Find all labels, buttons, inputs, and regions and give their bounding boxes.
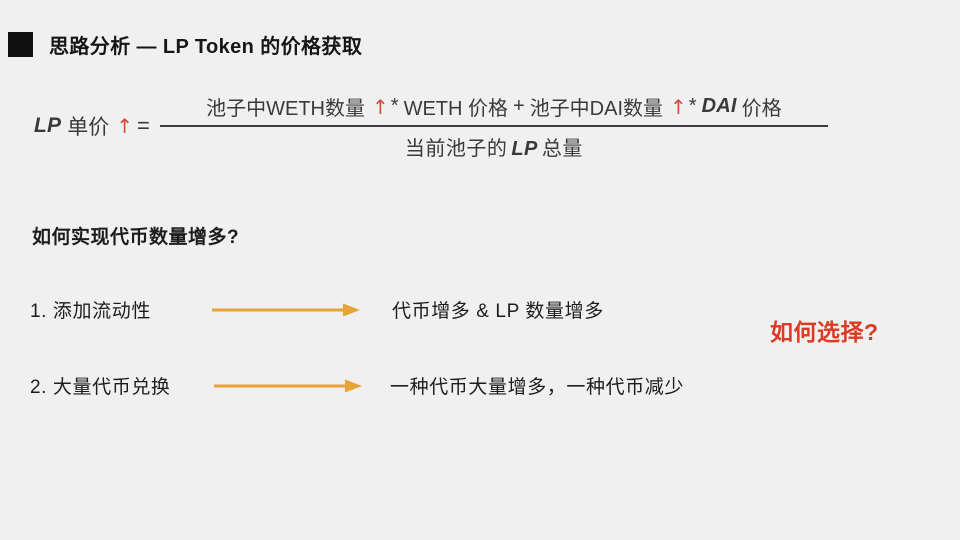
option-row-large-swap: 2. 大量代币兑换 一种代币大量增多，一种代币减少 [30,372,684,399]
numerator-operator-2: * [688,95,697,117]
section-question: 如何实现代币数量增多? [32,227,240,248]
numerator-operator-1: * [390,95,399,117]
fraction-divider-bar [159,125,828,127]
formula-lhs-lp-label: LP [34,113,62,137]
denominator-lp-label: LP [511,138,538,160]
formula-lhs-cn-label: 单价 [67,115,110,139]
up-arrow-icon-dai: ↑ [670,94,687,119]
up-arrow-icon-weth: ↑ [372,94,389,119]
denominator-suffix: 总量 [541,138,583,160]
arrow-right-icon [212,303,360,316]
option-row-add-liquidity: 1. 添加流动性 代币增多 & LP 数量增多 [30,296,604,323]
numerator-term-dai-amount: 池子中DAI数量 [529,98,664,120]
slide-title-row: 思路分析 — LP Token 的价格获取 [8,30,362,59]
option-2-result: 一种代币大量增多，一种代币减少 [390,377,685,398]
formula-left-hand-side: LP 单价 ↑ = [34,111,150,143]
numerator-term-weth-price: WETH 价格 [403,98,508,120]
option-1-label: 1. 添加流动性 [30,301,151,322]
up-arrow-icon-lhs: ↑ [116,113,134,138]
callout-how-to-choose: 如何选择? [770,319,879,345]
arrow-right-icon [214,379,362,392]
option-1-result: 代币增多 & LP 数量增多 [392,301,604,322]
lp-price-formula: LP 单价 ↑ = 池子中WETH数量 ↑ * WETH 价格 + 池子中DAI… [34,92,828,161]
title-bullet-square [8,32,33,57]
denominator-prefix: 当前池子的 [404,138,508,160]
numerator-plus-sign: + [513,95,525,117]
formula-numerator: 池子中WETH数量 ↑ * WETH 价格 + 池子中DAI数量 ↑ * DAI… [200,92,788,125]
formula-equals-sign: = [137,112,150,138]
numerator-term-dai-price: 价格 [741,98,782,120]
option-2-label: 2. 大量代币兑换 [30,377,171,398]
formula-fraction: 池子中WETH数量 ↑ * WETH 价格 + 池子中DAI数量 ↑ * DAI… [159,92,828,161]
numerator-term-dai-label: DAI [701,95,737,117]
page-title: 思路分析 — LP Token 的价格获取 [49,36,363,58]
numerator-term-weth-amount: 池子中WETH数量 [206,98,365,120]
